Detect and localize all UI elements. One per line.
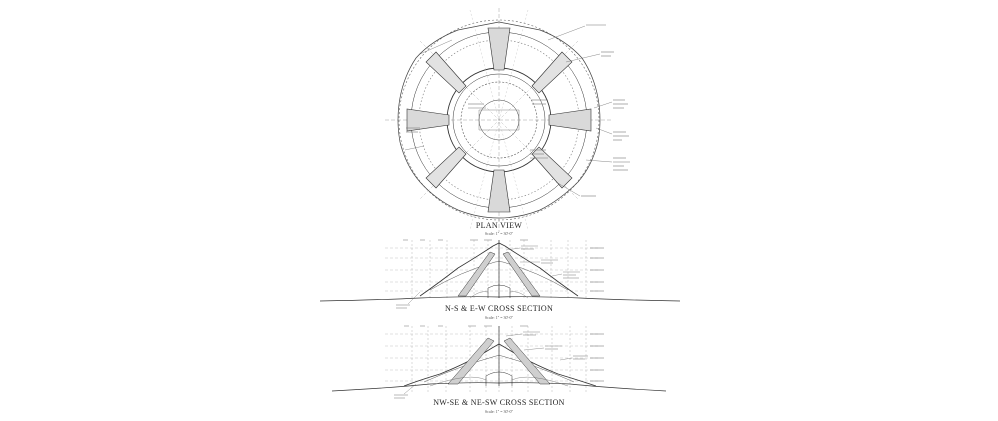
section2-title: NW-SE & NE-SW CROSS SECTION bbox=[433, 398, 565, 407]
section-ns-ew bbox=[319, 239, 681, 309]
plan-view bbox=[385, 8, 630, 232]
plan-view-scale: Scale: 1" = 30'-0" bbox=[484, 231, 514, 236]
plan-view-title: PLAN VIEW bbox=[475, 221, 523, 230]
section-nwse-nesw bbox=[331, 325, 667, 399]
section1-scale: Scale: 1" = 30'-0" bbox=[484, 315, 514, 320]
section2-scale: Scale: 1" = 30'-0" bbox=[484, 409, 514, 414]
section1-title: N-S & E-W CROSS SECTION bbox=[444, 304, 554, 313]
